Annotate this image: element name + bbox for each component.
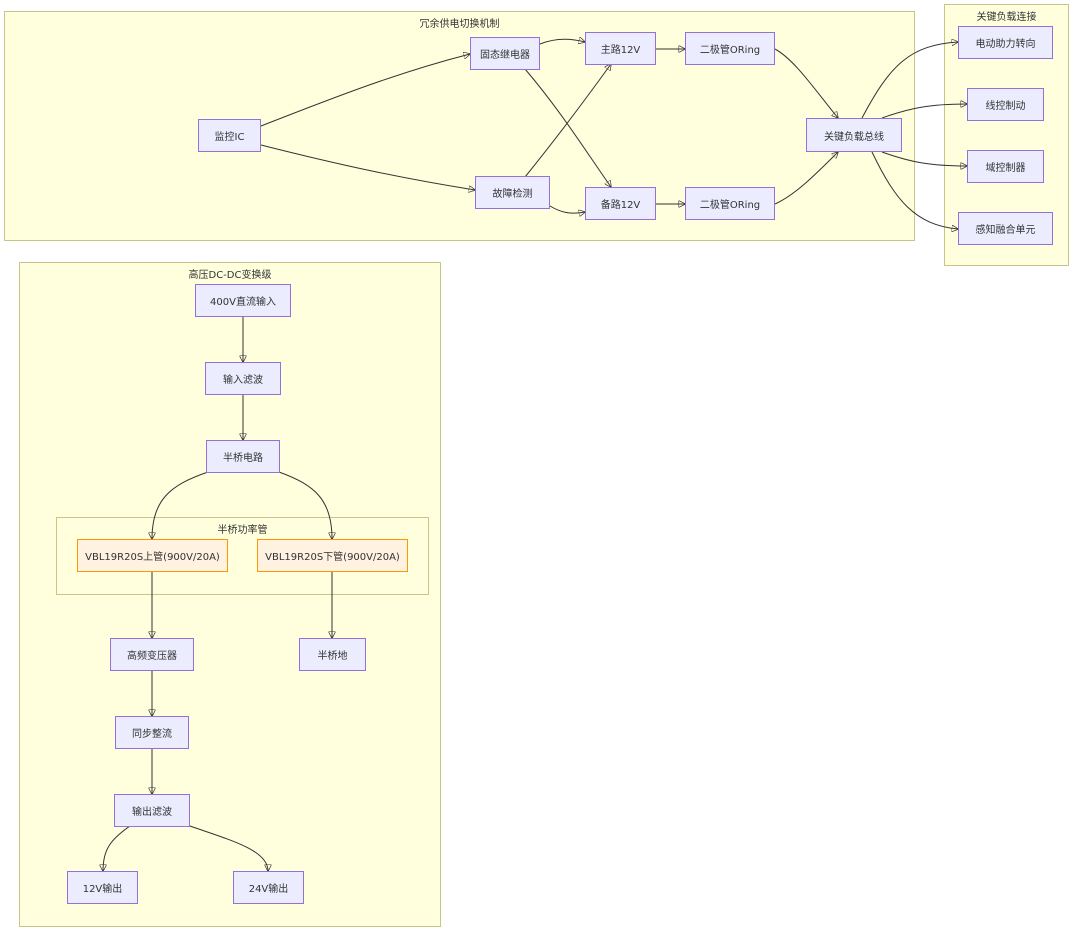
node-lower-fet[interactable]: VBL19R20S下管(900V/20A) [257,539,408,572]
subgraph-title: 冗余供电切换机制 [419,19,500,30]
node-monitor-ic[interactable]: 监控IC [198,119,261,152]
node-half-bridge-ground[interactable]: 半桥地 [299,638,366,671]
node-24v-output[interactable]: 24V输出 [233,871,304,904]
node-brake-by-wire[interactable]: 线控制动 [967,88,1044,121]
node-output-filter[interactable]: 输出滤波 [114,794,190,827]
subgraph-title: 高压DC-DC变换级 [188,270,272,281]
node-main-12v[interactable]: 主路12V [585,32,656,65]
subgraph-title: 关键负载连接 [976,12,1037,23]
node-backup-12v[interactable]: 备路12V [585,187,656,220]
node-fault-detection[interactable]: 故障检测 [475,176,550,209]
node-12v-output[interactable]: 12V输出 [67,871,138,904]
node-diode-oring-top[interactable]: 二极管ORing [685,32,775,65]
node-diode-oring-bottom[interactable]: 二极管ORing [685,187,775,220]
node-critical-load-bus[interactable]: 关键负载总线 [806,118,902,152]
node-input-filter[interactable]: 输入滤波 [205,362,281,395]
subgraph-redundant-power: 冗余供电切换机制 [4,11,915,241]
node-400v-dc-input[interactable]: 400V直流输入 [195,284,291,317]
node-perception-fusion-unit[interactable]: 感知融合单元 [958,212,1053,245]
node-upper-fet[interactable]: VBL19R20S上管(900V/20A) [77,539,228,572]
node-hf-transformer[interactable]: 高频变压器 [110,638,194,671]
node-electric-power-steering[interactable]: 电动助力转向 [958,26,1053,59]
subgraph-title: 半桥功率管 [217,525,268,536]
node-half-bridge-circuit[interactable]: 半桥电路 [206,440,280,473]
node-sync-rectifier[interactable]: 同步整流 [115,716,189,749]
node-solid-state-relay[interactable]: 固态继电器 [470,37,540,70]
node-domain-controller[interactable]: 域控制器 [967,150,1044,183]
